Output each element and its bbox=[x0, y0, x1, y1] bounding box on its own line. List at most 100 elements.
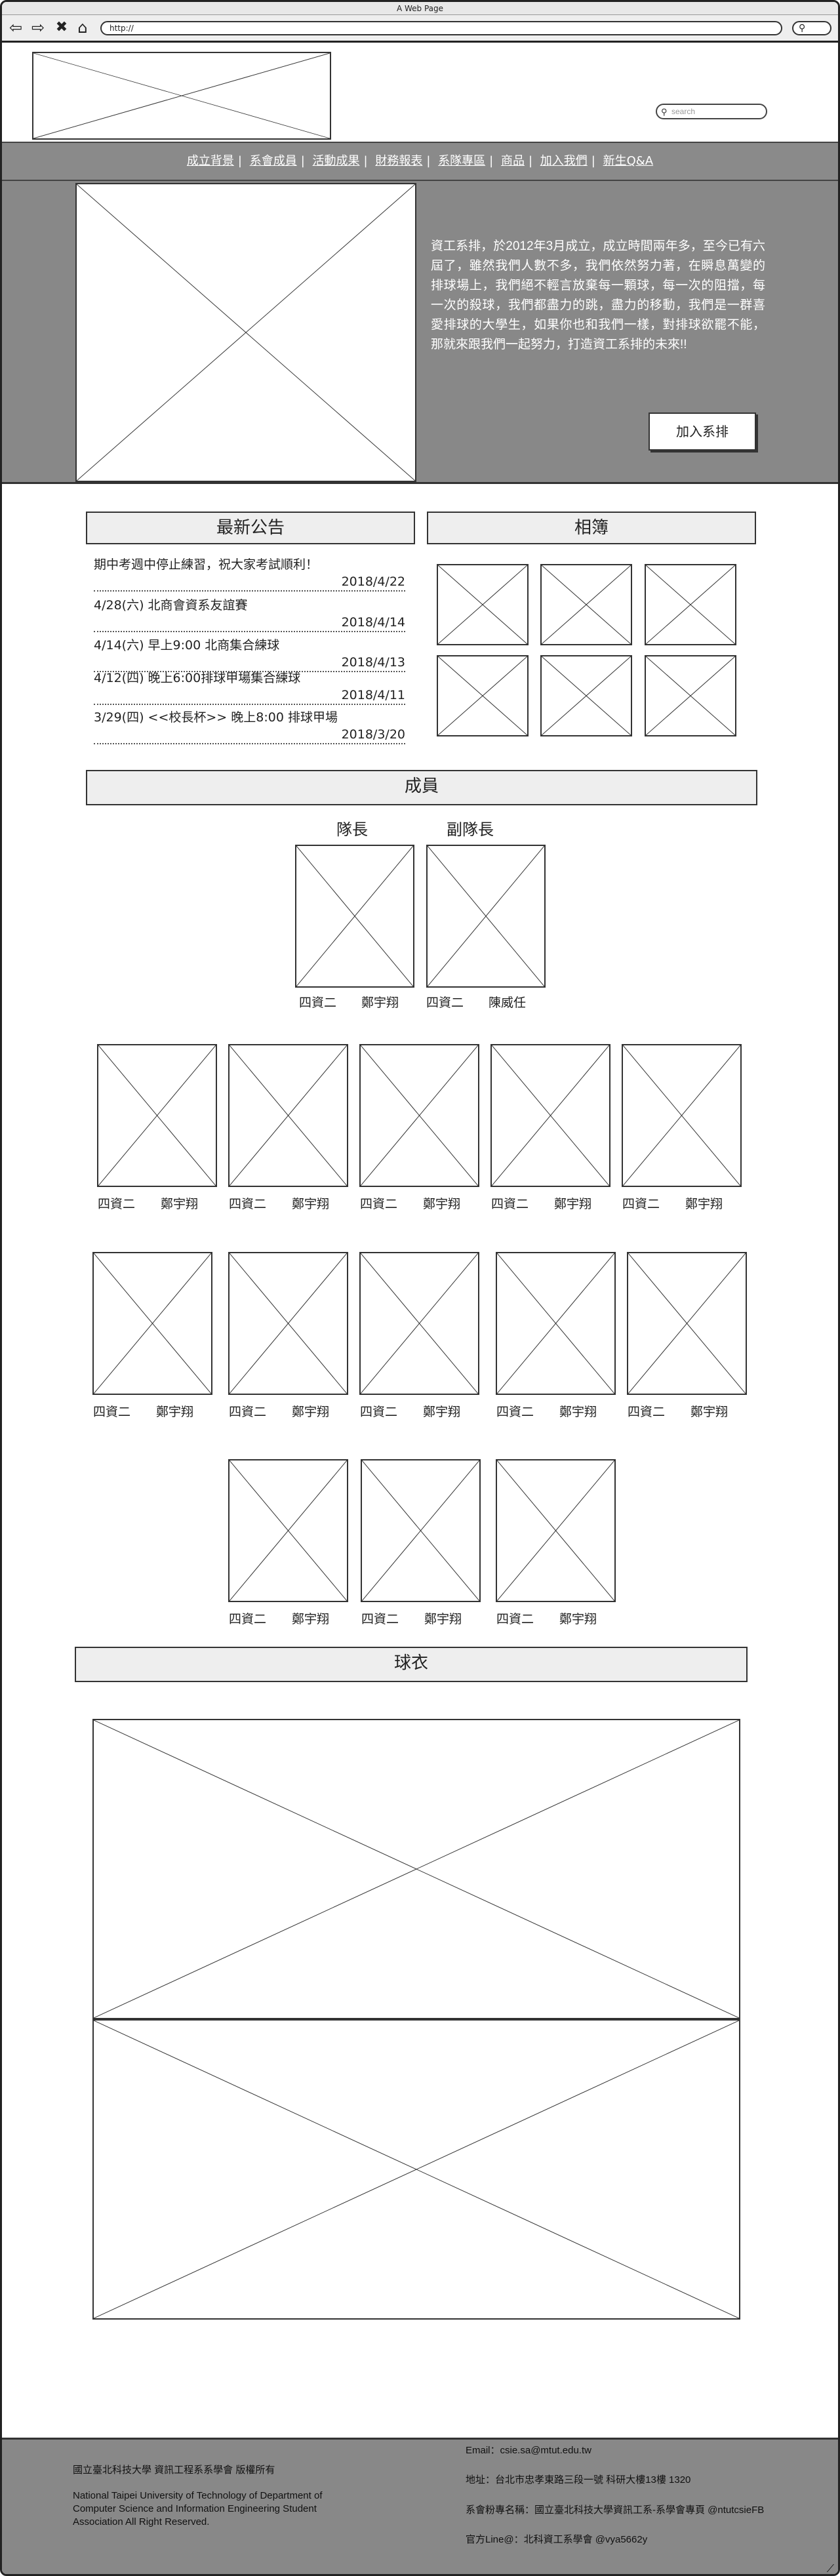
logo-placeholder bbox=[32, 52, 331, 140]
member-name: 鄭宇翔 bbox=[424, 1612, 462, 1626]
member-name: 鄭宇翔 bbox=[423, 1197, 461, 1211]
announcement-text: 4/14(六) 早上9:00 北商集合練球 bbox=[94, 638, 280, 653]
site-search-input[interactable]: ⚲ search bbox=[656, 104, 767, 119]
member-name: 鄭宇翔 bbox=[559, 1405, 597, 1419]
menu-item-join[interactable]: 加入我們 bbox=[540, 154, 588, 168]
menu-item-background[interactable]: 成立背景 bbox=[186, 154, 234, 168]
member-name: 陳威任 bbox=[489, 996, 527, 1010]
close-icon[interactable]: ✖ bbox=[55, 19, 68, 35]
footer-email[interactable]: Email：csie.sa@mtut.edu.tw bbox=[466, 2445, 591, 2456]
member-name: 鄭宇翔 bbox=[292, 1612, 330, 1626]
member-photo bbox=[92, 1252, 212, 1395]
search-icon: ⚲ bbox=[661, 107, 668, 117]
member-photo bbox=[496, 1459, 616, 1602]
search-placeholder: search bbox=[671, 107, 696, 116]
album-photo bbox=[645, 655, 736, 736]
member-name: 鄭宇翔 bbox=[156, 1405, 194, 1419]
announcement-date: 2018/4/11 bbox=[94, 687, 405, 705]
member-photo bbox=[359, 1044, 479, 1187]
member-photo bbox=[359, 1252, 479, 1395]
album-photo bbox=[540, 655, 632, 736]
footer: 國立臺北科技大學 資訊工程系系學會 版權所有 National Taipei U… bbox=[2, 2438, 838, 2575]
member-name: 鄭宇翔 bbox=[161, 1197, 199, 1211]
menu-item-freshman-qa[interactable]: 新生Q&A bbox=[603, 154, 654, 168]
member-name: 鄭宇翔 bbox=[292, 1197, 330, 1211]
member-photo bbox=[361, 1459, 481, 1602]
captain-photo bbox=[295, 845, 414, 988]
member-photo bbox=[627, 1252, 747, 1395]
resize-handle-icon[interactable]: ⟋ bbox=[826, 2564, 834, 2575]
member-grade: 四資二 bbox=[98, 1197, 136, 1211]
member-photo bbox=[496, 1252, 616, 1395]
announcement-date: 2018/4/14 bbox=[94, 614, 405, 632]
member-name: 鄭宇翔 bbox=[423, 1405, 461, 1419]
announcement-item[interactable]: 4/12(四) 晚上6:00排球甲場集合練球 2018/4/11 bbox=[94, 670, 405, 705]
menu-item-products[interactable]: 商品 bbox=[500, 154, 525, 168]
member-name: 鄭宇翔 bbox=[292, 1405, 330, 1419]
browser-search-box[interactable]: ⚲ bbox=[792, 21, 831, 35]
jersey-title: 球衣 bbox=[75, 1647, 748, 1682]
announcement-date: 2018/4/13 bbox=[94, 654, 405, 672]
member-grade: 四資二 bbox=[622, 1197, 660, 1211]
announcement-date: 2018/4/22 bbox=[94, 573, 405, 592]
jersey-image-front bbox=[92, 1719, 740, 2019]
menu-item-members[interactable]: 系會成員 bbox=[249, 154, 297, 168]
album-photo bbox=[437, 655, 529, 736]
footer-copyright: 國立臺北科技大學 資訊工程系系學會 版權所有 bbox=[73, 2465, 275, 2476]
album-photo bbox=[437, 564, 529, 645]
address-bar[interactable]: http:// bbox=[100, 21, 782, 35]
member-grade: 四資二 bbox=[299, 996, 337, 1010]
album-title: 相簿 bbox=[427, 512, 756, 544]
forward-icon[interactable]: ⇨ bbox=[31, 18, 45, 37]
member-grade: 四資二 bbox=[229, 1612, 267, 1626]
join-team-button[interactable]: 加入系排 bbox=[649, 413, 756, 451]
member-name: 鄭宇翔 bbox=[554, 1197, 592, 1211]
member-photo bbox=[97, 1044, 217, 1187]
member-grade: 四資二 bbox=[93, 1405, 131, 1419]
footer-address: 地址：台北市忠孝東路三段一號 科研大樓13樓 1320 bbox=[466, 2474, 691, 2485]
member-grade: 四資二 bbox=[628, 1405, 666, 1419]
vice-captain-title: 副隊長 bbox=[447, 820, 494, 839]
menu-item-activities[interactable]: 活動成果 bbox=[312, 154, 360, 168]
hero-description: 資工系排，於2012年3月成立，成立時間兩年多，至今已有六屆了，雖然我們人數不多… bbox=[431, 239, 765, 352]
member-photo bbox=[228, 1252, 348, 1395]
main-menu: 成立背景| 系會成員| 活動成果| 財務報表| 系隊專區| 商品| 加入我們| … bbox=[2, 142, 838, 181]
announcements-title: 最新公告 bbox=[86, 512, 415, 544]
home-icon[interactable]: ⌂ bbox=[77, 18, 88, 37]
member-photo bbox=[228, 1459, 348, 1602]
announcement-item[interactable]: 期中考週中停止練習，祝大家考試順利！2018/4/22 bbox=[94, 556, 405, 592]
menu-item-team[interactable]: 系隊專區 bbox=[438, 154, 486, 168]
member-grade: 四資二 bbox=[360, 1405, 398, 1419]
album-photo bbox=[645, 564, 736, 645]
search-icon: ⚲ bbox=[799, 23, 806, 33]
hero-image bbox=[75, 183, 416, 482]
member-grade: 四資二 bbox=[360, 1197, 398, 1211]
menu-item-finance[interactable]: 財務報表 bbox=[375, 154, 423, 168]
member-name: 鄭宇翔 bbox=[361, 996, 399, 1010]
captain-title: 隊長 bbox=[336, 820, 368, 839]
members-title: 成員 bbox=[86, 770, 757, 805]
back-icon[interactable]: ⇦ bbox=[9, 18, 23, 37]
member-grade: 四資二 bbox=[496, 1612, 534, 1626]
footer-english-copyright: National Taipei University of Technology… bbox=[73, 2490, 323, 2527]
footer-line-id[interactable]: 官方Line@：北科資工系學會 @vya5662y bbox=[466, 2534, 648, 2545]
footer-fanpage[interactable]: 系會粉專名稱：國立臺北科技大學資訊工系-系學會專頁 @ntutcsieFB bbox=[466, 2505, 765, 2516]
announcement-text: 3/29(四) <<校長杯>> 晚上8:00 排球甲場 bbox=[94, 710, 338, 725]
jersey-image-back bbox=[92, 2019, 740, 2320]
member-photo bbox=[622, 1044, 742, 1187]
announcement-text: 4/12(四) 晚上6:00排球甲場集合練球 bbox=[94, 671, 301, 685]
member-name: 鄭宇翔 bbox=[559, 1612, 597, 1626]
member-grade: 四資二 bbox=[229, 1405, 267, 1419]
member-grade: 四資二 bbox=[229, 1197, 267, 1211]
vice-captain-photo bbox=[426, 845, 546, 988]
member-name: 鄭宇翔 bbox=[685, 1197, 723, 1211]
browser-toolbar: ⇦ ⇨ ✖ ⌂ http:// ⚲ bbox=[2, 15, 838, 43]
member-name: 鄭宇翔 bbox=[690, 1405, 729, 1419]
window-title: A Web Page bbox=[2, 2, 838, 15]
member-grade: 四資二 bbox=[361, 1612, 399, 1626]
member-photo bbox=[228, 1044, 348, 1187]
